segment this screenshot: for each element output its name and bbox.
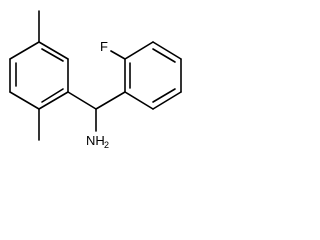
ring-b-bond-5 <box>152 91 182 110</box>
ring-a-bond-1 <box>38 41 69 60</box>
ring-a-to-ch-bond <box>67 91 97 110</box>
fluorophenyl-ring <box>124 41 182 110</box>
ring-a-bond-3 <box>38 91 69 110</box>
ring-a-inner-bond-2 <box>41 88 64 103</box>
fluorine-bond <box>110 50 126 60</box>
chemical-structure-diagram: F NH 2 <box>9 10 182 150</box>
ring-b-inner-bond-2 <box>152 48 176 63</box>
ring-b-bond-6 <box>124 91 154 110</box>
ring-a-inner-bond-1 <box>41 48 64 62</box>
dimethylphenyl-ring <box>9 41 69 110</box>
amine-symbol: NH <box>86 133 105 148</box>
ch-to-ring-b-bond <box>95 91 126 110</box>
ring-a-bond-4 <box>9 91 40 110</box>
ring-a-bond-6 <box>9 41 40 60</box>
ring-b-inner-bond-3 <box>152 88 176 103</box>
amine-subscript: 2 <box>104 140 109 150</box>
ring-b-bond-2 <box>124 41 154 60</box>
fluorine-label: F <box>100 39 108 54</box>
amine-label: NH 2 <box>86 133 109 150</box>
ring-b-bond-3 <box>152 41 182 60</box>
